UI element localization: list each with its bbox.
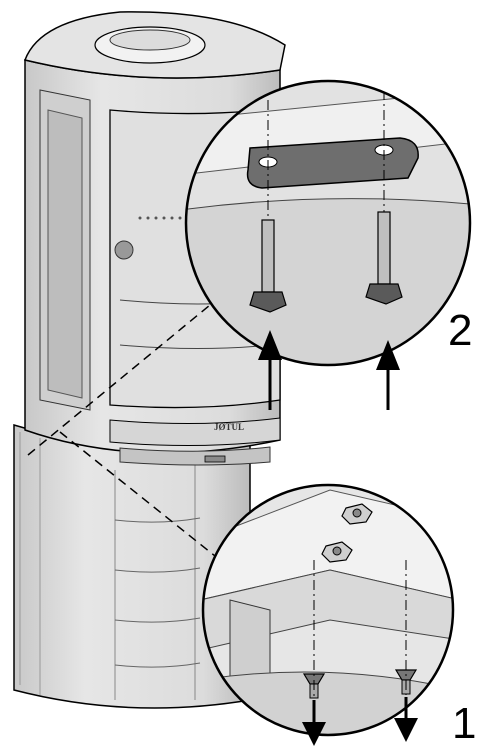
brand-logo-text: JØTUL <box>214 422 244 432</box>
arrow-up-right-icon <box>376 340 400 410</box>
detail-callout-upper <box>184 79 472 367</box>
nut-upper <box>341 503 373 525</box>
bolt-right <box>365 211 403 305</box>
detail-leader-lines <box>27 304 246 581</box>
arrow-down-right-icon <box>394 697 418 742</box>
detail-callout-lower <box>201 483 455 737</box>
bolt-left <box>249 219 287 313</box>
nut-lower <box>321 541 353 563</box>
screw-left <box>302 673 326 699</box>
arrow-up-left-icon <box>258 330 282 410</box>
step-number-1: 1 <box>452 699 476 748</box>
step-number-2: 2 <box>448 306 472 355</box>
arrow-down-left-icon <box>302 700 326 746</box>
